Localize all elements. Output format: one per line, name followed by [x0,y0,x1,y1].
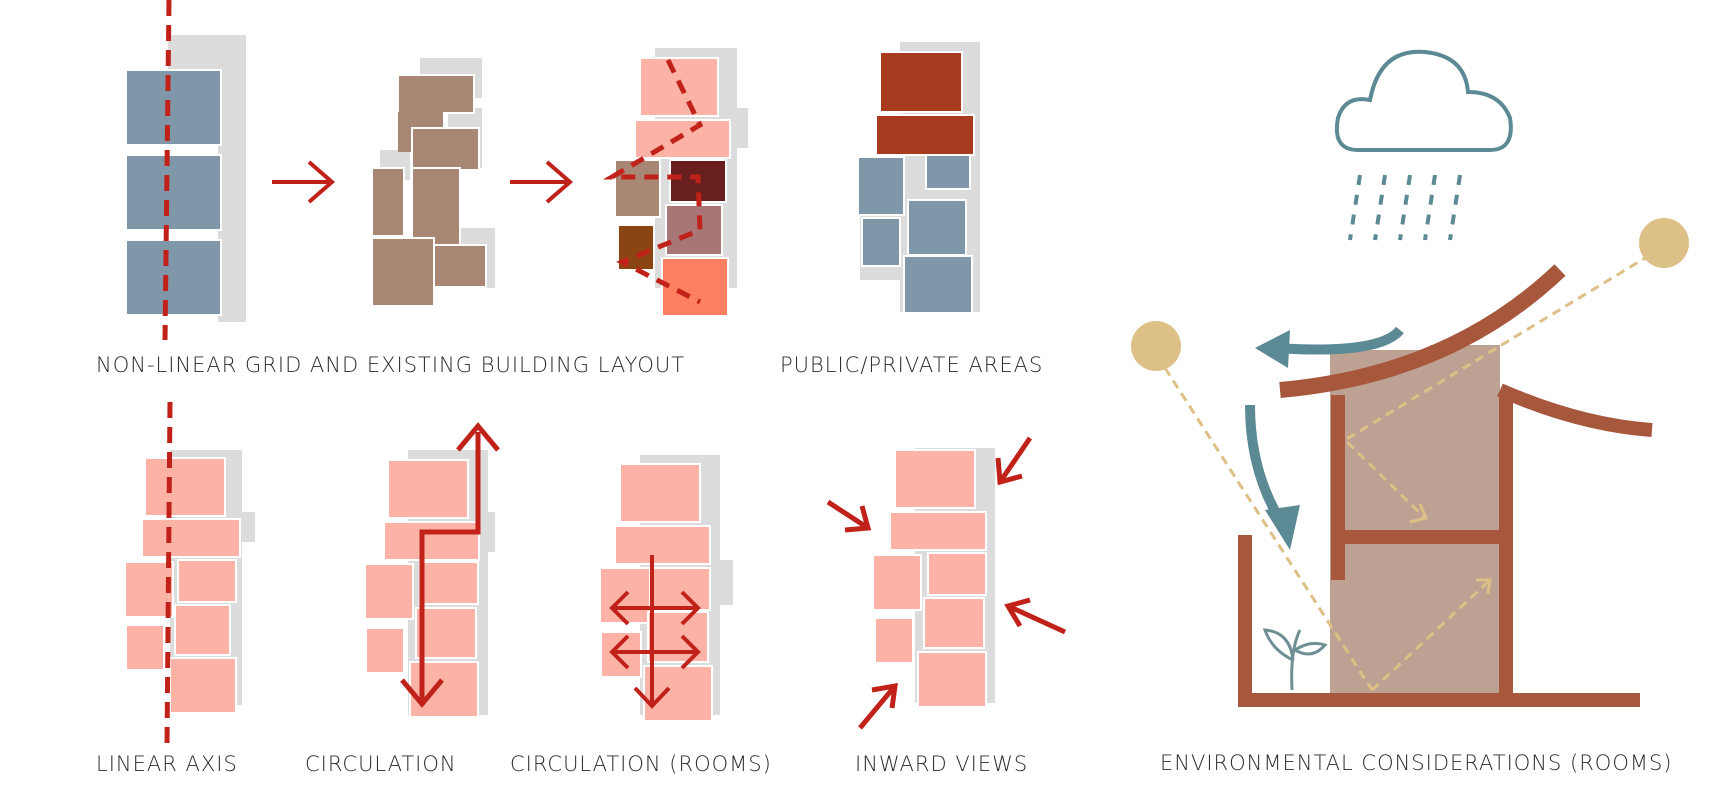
caption-circulation: CIRCULATION [305,752,457,776]
panel-existing-layout [371,58,495,307]
salmon-block [917,651,987,708]
ray-arrowhead [1409,503,1429,524]
salmon-block [927,552,987,596]
caption-inward-views: INWARD VIEWS [855,752,1029,776]
salmon-block [614,525,711,565]
salmon-block [651,567,711,611]
salmon-block [889,511,987,551]
shadow-block [218,72,246,322]
panel-grid-axis [125,0,246,341]
caption-public-private: PUBLIC/PRIVATE AREAS [780,353,1044,377]
slate-block [903,255,973,314]
salmon-block [600,631,642,678]
taupe-block [411,127,480,171]
taupe-block [411,167,461,247]
shadow-block [708,560,733,605]
slate-block [125,69,222,146]
caption-grid-layout: NON-LINEAR GRID AND EXISTING BUILDING LA… [96,353,686,377]
rust-block [875,114,975,156]
ray-arrowhead [1476,578,1492,595]
caption-environmental: ENVIRONMENTAL CONSIDERATIONS (ROOMS) [1160,751,1673,775]
view-arrows [826,436,1067,730]
taupe-block [371,167,405,237]
right-arrow-icon [510,160,574,204]
path-line [602,58,704,305]
slate-block [925,154,971,190]
roof-main [1279,264,1566,398]
salmon-block [364,563,414,620]
sun-icon [1639,218,1689,268]
coral-block [661,257,729,317]
panel-circulation [364,422,500,718]
wind-arrow-top [1274,326,1404,355]
circulation-path [419,432,481,700]
taupe-block [397,74,475,114]
sun-icon [1131,321,1181,371]
slate-block [857,156,905,216]
slate-block [125,239,222,316]
salmon-block [647,611,709,663]
wind-arrowhead [1255,330,1290,368]
salmon-block [894,449,976,509]
taupe-block [371,237,435,307]
panel-circulation-rooms [599,455,733,722]
slate-block [125,154,222,231]
panel-environmental [1131,49,1689,707]
salmon-block [141,518,241,558]
salmon-block [619,463,701,523]
salmon-block [874,617,914,664]
salmon-block [169,657,237,714]
panel-public-private [857,42,980,314]
caption-circulation-rooms: CIRCULATION (ROOMS) [510,752,772,776]
rain-runoff-arrow [1245,404,1285,523]
salmon-block [383,521,480,561]
salmon-block [177,559,237,603]
mauve-block [665,204,723,256]
arrow-up-icon [456,422,500,452]
salmon-block [419,561,479,605]
salmon-block [125,624,165,671]
salmon-block [923,597,985,649]
slate-block [861,217,901,267]
salmon-block [872,554,922,611]
salmon-block [124,561,174,618]
salmon-block [415,607,477,659]
panel-linear-axis [124,401,255,746]
slate-block [907,199,967,256]
panel-program-blocks [602,48,748,317]
axis-line [164,401,173,746]
caption-linear-axis: LINEAR AXIS [96,752,238,776]
salmon-block [643,665,713,722]
circulation-arrows [609,555,701,709]
arrow-down-icon [400,678,444,708]
taupe-block [433,244,487,288]
rust-block [879,51,963,113]
salmon-block [144,457,226,517]
axis-line [162,0,172,341]
salmon-block [365,627,405,674]
runoff-arrowhead [1265,505,1300,550]
plant-icon [1262,628,1328,691]
salmon-block [387,459,469,519]
roof-side [1497,383,1653,437]
right-arrow-icon [272,160,336,204]
rain-cloud-icon [1335,49,1513,241]
panel-inward-views [826,436,1067,730]
salmon-block [174,604,231,656]
salmon-block [634,119,731,159]
